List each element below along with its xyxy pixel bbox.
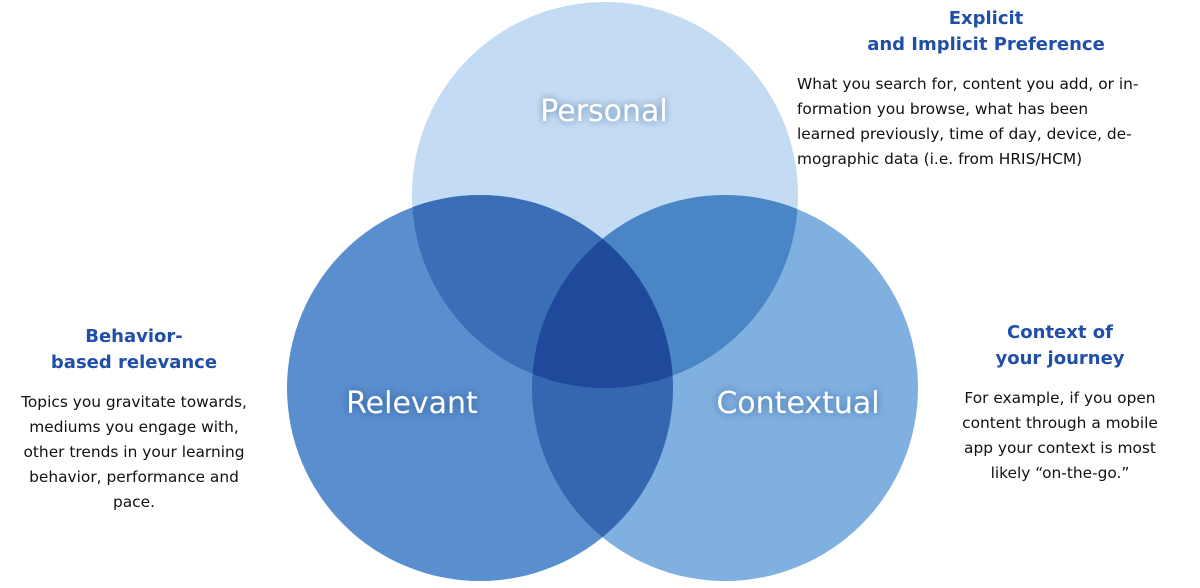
contextual-body-line: app your context is most	[964, 439, 1156, 457]
relevant-note-heading: Behavior- based relevance	[0, 324, 268, 376]
personal-note-heading: Explicit and Implicit Preference	[772, 6, 1200, 58]
personal-heading-line1: Explicit	[948, 8, 1024, 29]
personal-heading-line2: and Implicit Preference	[867, 34, 1105, 55]
relevant-body-line: pace.	[112, 493, 156, 511]
relevant-heading-line2: based relevance	[50, 352, 218, 373]
personal-body-line: What you search for, content you add, or…	[797, 75, 1139, 93]
relevant-body-line: behavior, performance and	[29, 468, 239, 486]
relevant-body-line: other trends in your learning	[23, 443, 245, 461]
contextual-body-line: For example, if you open	[964, 389, 1156, 407]
center-overlap	[532, 195, 673, 388]
relevant-body-line: Topics you gravitate towards,	[21, 393, 247, 411]
personal-note-body: What you search for, content you add, or…	[790, 72, 1200, 172]
relevant-heading-line1: Behavior-	[85, 326, 183, 347]
contextual-heading-line2: your journey	[995, 348, 1125, 369]
relevant-note-body: Topics you gravitate towards, mediums yo…	[0, 390, 268, 515]
personal-note: Explicit and Implicit Preference What yo…	[790, 6, 1200, 172]
contextual-label: Contextual	[716, 386, 879, 421]
relevant-label: Relevant	[346, 386, 478, 421]
contextual-body-line: content through a mobile	[962, 414, 1158, 432]
contextual-note-body: For example, if you open content through…	[930, 386, 1190, 486]
relevant-body-line: mediums you engage with,	[29, 418, 239, 436]
contextual-body-line: likely “on-the-go.”	[990, 464, 1130, 482]
contextual-heading-line1: Context of	[1007, 322, 1113, 343]
contextual-note: Context of your journey For example, if …	[930, 320, 1190, 486]
personal-body-line: learned previously, time of day, device,…	[797, 125, 1132, 143]
relevant-note: Behavior- based relevance Topics you gra…	[0, 324, 268, 515]
personal-body-line: formation you browse, what has been	[797, 100, 1089, 118]
personal-body-line: mographic data (i.e. from HRIS/HCM)	[797, 150, 1083, 168]
contextual-note-heading: Context of your journey	[930, 320, 1190, 372]
personal-label: Personal	[540, 94, 668, 129]
